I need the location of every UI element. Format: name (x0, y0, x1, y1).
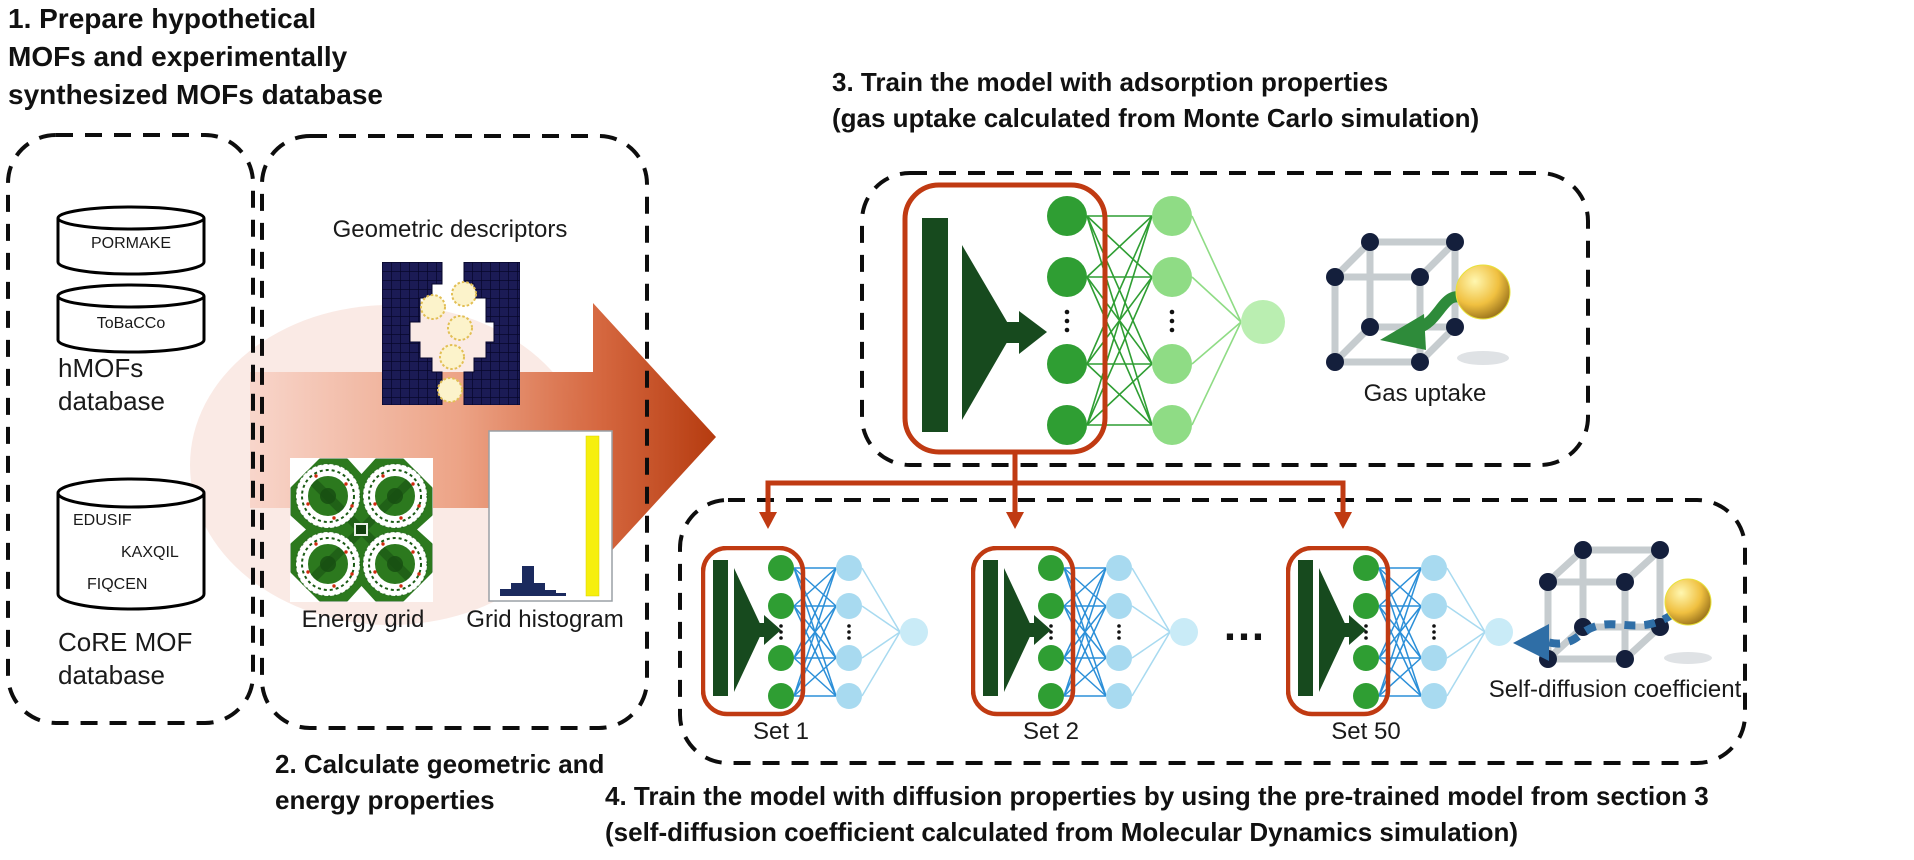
cylinder-core-mof: EDUSIF KAXQIL FIQCEN (55, 476, 207, 622)
section4-title: 4. Train the model with diffusion proper… (605, 781, 1709, 847)
gas-molecule-sphere (1455, 264, 1511, 320)
core-mof-database-label: CoRE MOF database (58, 627, 193, 690)
set1-label: Set 1 (752, 718, 810, 745)
grid-histogram-image (488, 430, 613, 602)
core-entry: KAXQIL (121, 544, 179, 561)
feature-extractor-icon (922, 218, 1047, 432)
set1-network (701, 546, 928, 717)
input-hidden-connections (1063, 567, 1107, 697)
sets-ellipsis: … (1222, 601, 1268, 650)
cylinder-label: ToBaCCo (96, 315, 166, 332)
cylinder-pormake: PORMAKE (55, 205, 207, 277)
gas-uptake-label: Gas uptake (1363, 380, 1487, 407)
geometric-descriptors-image (382, 262, 520, 405)
feature-extractor-icon (1298, 560, 1366, 696)
input-hidden-connections (793, 567, 837, 697)
output-node (1170, 618, 1198, 646)
core-entry: FIQCEN (87, 576, 148, 593)
grid-histogram-label: Grid histogram (466, 606, 624, 633)
output-node (900, 618, 928, 646)
set50-label: Set 50 (1331, 718, 1401, 745)
gas-molecule-sphere (1664, 578, 1712, 626)
hidden-output-connections (1191, 215, 1242, 426)
cylinder-tobacco: ToBaCCo (55, 283, 207, 355)
hmofs-database-label: hMOFs database (58, 353, 165, 416)
gas-uptake-icon (1326, 233, 1511, 371)
core-entry: EDUSIF (73, 512, 132, 529)
output-node (1241, 300, 1285, 344)
energy-grid-label: Energy grid (301, 606, 425, 633)
input-hidden-connections (1378, 567, 1422, 697)
histogram-highlight-bar (585, 435, 600, 597)
geometric-descriptors-label: Geometric descriptors (332, 216, 568, 243)
hidden-output-connections (1131, 567, 1171, 697)
diffusion-arrow-head (1513, 624, 1549, 661)
sphere-shadow (1664, 652, 1712, 664)
unit-cell-cube (1544, 546, 1664, 663)
set2-network (971, 546, 1198, 717)
section3-title: 3. Train the model with adsorption prope… (832, 67, 1480, 133)
unit-cell-cube (1331, 238, 1459, 366)
uptake-arrow-head (1380, 314, 1426, 350)
feature-extractor-icon (713, 560, 781, 696)
feature-extractor-icon (983, 560, 1051, 696)
input-layer-ellipsis (1064, 309, 1070, 333)
adsorption-model-network (902, 182, 1285, 455)
section1-title: 1. Prepare hypothetical MOFs and experim… (8, 3, 384, 110)
input-hidden-connections (1086, 215, 1153, 426)
hidden-layer-ellipsis (1169, 309, 1175, 333)
hidden-output-connections (861, 567, 901, 697)
set2-label: Set 2 (1022, 718, 1080, 745)
section2-title: 2. Calculate geometric and energy proper… (275, 749, 605, 815)
sphere-shadow (1457, 351, 1509, 365)
self-diffusion-label: Self-diffusion coefficient (1488, 676, 1742, 703)
cylinder-label: PORMAKE (90, 235, 171, 252)
energy-grid-image (290, 458, 433, 602)
